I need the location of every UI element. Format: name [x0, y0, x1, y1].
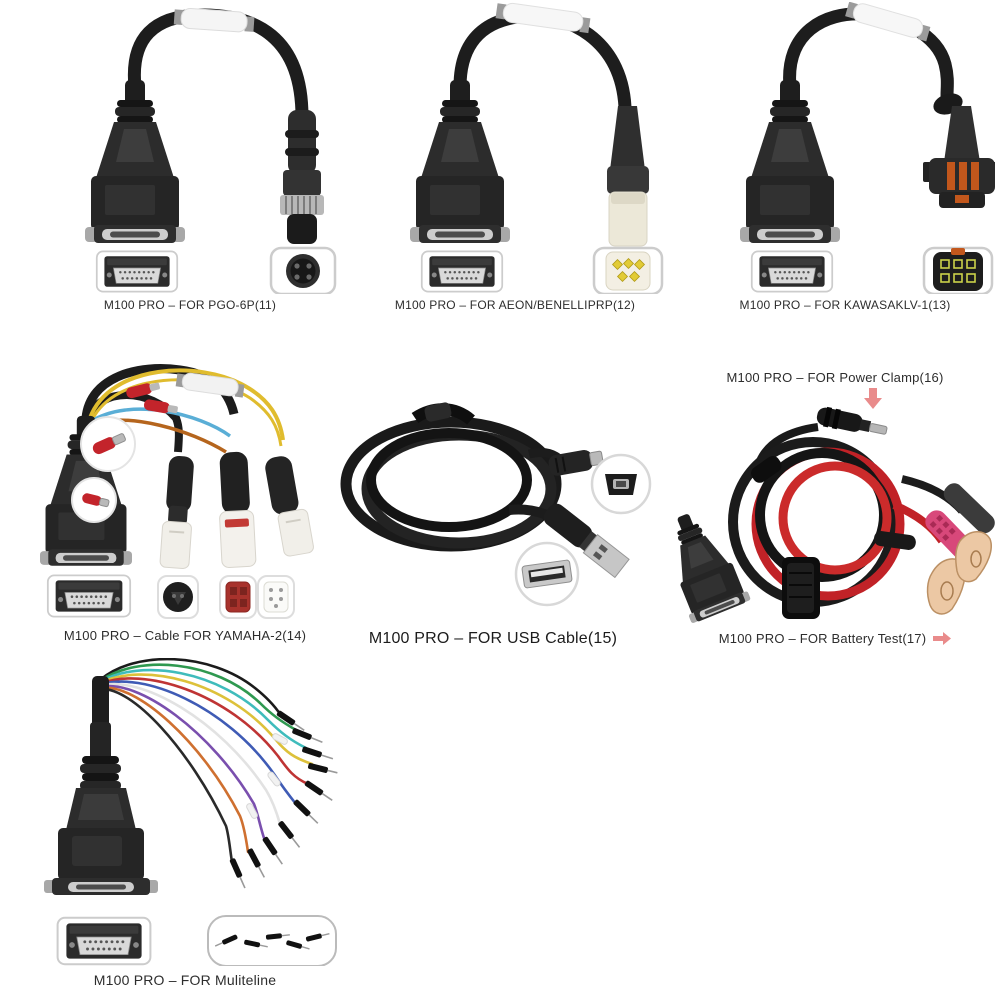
cable-wrap [751, 456, 782, 483]
caption-usb: M100 PRO – FOR USB Cable(15) [368, 630, 618, 647]
caption-power-clamp: M100 PRO – FOR Power Clamp(16) [726, 370, 944, 385]
product-card-usb: M100 PRO – FOR USB Cable(15) [333, 392, 653, 648]
round-connector [280, 110, 324, 244]
db15-face-inset [750, 250, 834, 293]
db15-connector [410, 80, 510, 243]
dc-barrel-plug [816, 406, 888, 435]
cable-joint [873, 531, 916, 550]
product-card-multiline: M100 PRO – FOR Muliteline [30, 658, 340, 988]
kawasaki-face-inset [922, 246, 994, 294]
aeon-benelli-photo [410, 2, 664, 294]
black-clip-handle [943, 483, 995, 534]
label-sleeve [495, 2, 591, 34]
right-arrow-icon [933, 632, 952, 645]
cable-tie [424, 402, 452, 422]
round-plug-inset [157, 575, 199, 619]
clip-jaws [926, 531, 992, 615]
caption-pgo-6p: M100 PRO – FOR PGO-6P(11) [103, 298, 277, 312]
pins-inset [207, 915, 337, 966]
product-card-battery: M100 PRO – FOR Power Clamp(16) [670, 370, 1000, 646]
usb-photo [340, 402, 652, 607]
db15-face-inset [95, 250, 179, 293]
kawasaki-connector [923, 93, 995, 208]
db15-face-inset [46, 574, 132, 618]
kawasaki-photo [740, 2, 995, 294]
battery-photo [670, 388, 995, 625]
mini-usb-inset-circle [590, 453, 652, 515]
db15-connector [85, 80, 185, 243]
cable [453, 9, 632, 114]
mini-usb-plug [548, 449, 604, 476]
pgo-6p-photo [85, 7, 337, 294]
db15-connector-vertical [44, 676, 158, 895]
usb-a-inset-circle [514, 541, 580, 607]
product-card-pgo-6p: M100 PRO – FOR PGO-6P(11) [40, 2, 340, 312]
branch-connector-1 [159, 455, 194, 569]
magnifier-circle-1 [80, 416, 136, 472]
red-plug-inset [219, 575, 257, 619]
label-sleeve [175, 372, 245, 398]
white-plug-inset [257, 575, 295, 619]
white-face-inset [592, 246, 664, 294]
down-arrow-icon [864, 388, 882, 409]
caption-multiline: M100 PRO – FOR Muliteline [93, 972, 277, 988]
multiline-photo [44, 658, 338, 966]
label-sleeve [845, 2, 931, 42]
caption-battery-test: M100 PRO – FOR Battery Test(17) [718, 631, 927, 646]
caption-aeon-benelli: M100 PRO – FOR AEON/BENELLIPRP(12) [394, 298, 636, 312]
branch-connector-2 [219, 451, 257, 568]
product-card-kawasaki: M100 PRO – FOR KAWASAKLV-1(13) [695, 2, 995, 312]
db15-face-inset [420, 250, 504, 293]
jumper-wires [98, 658, 314, 864]
bullet-terminals [126, 382, 178, 414]
label-sleeve [173, 7, 255, 33]
coiled-cable [340, 403, 562, 552]
branch-connector-3 [265, 456, 314, 557]
caption-yamaha: M100 PRO – Cable FOR YAMAHA-2(14) [63, 628, 307, 643]
db15-face-inset [56, 916, 152, 966]
magnifier-circle-2 [71, 477, 117, 523]
caption-kawasaki: M100 PRO – FOR KAWASAKLV-1(13) [739, 298, 951, 312]
white-connector [607, 106, 649, 247]
pin-connectors [229, 710, 338, 889]
wire-sleeves [246, 733, 288, 819]
product-card-yamaha: M100 PRO – Cable FOR YAMAHA-2(14) [30, 356, 340, 643]
velcro-strap [782, 557, 820, 619]
usb-a-plug [543, 503, 630, 579]
db15-connector [740, 80, 840, 243]
round-face-inset [269, 246, 337, 294]
product-card-aeon-benelli: M100 PRO – FOR AEON/BENELLIPRP(12) [365, 2, 665, 312]
yamaha-photo [40, 364, 314, 619]
